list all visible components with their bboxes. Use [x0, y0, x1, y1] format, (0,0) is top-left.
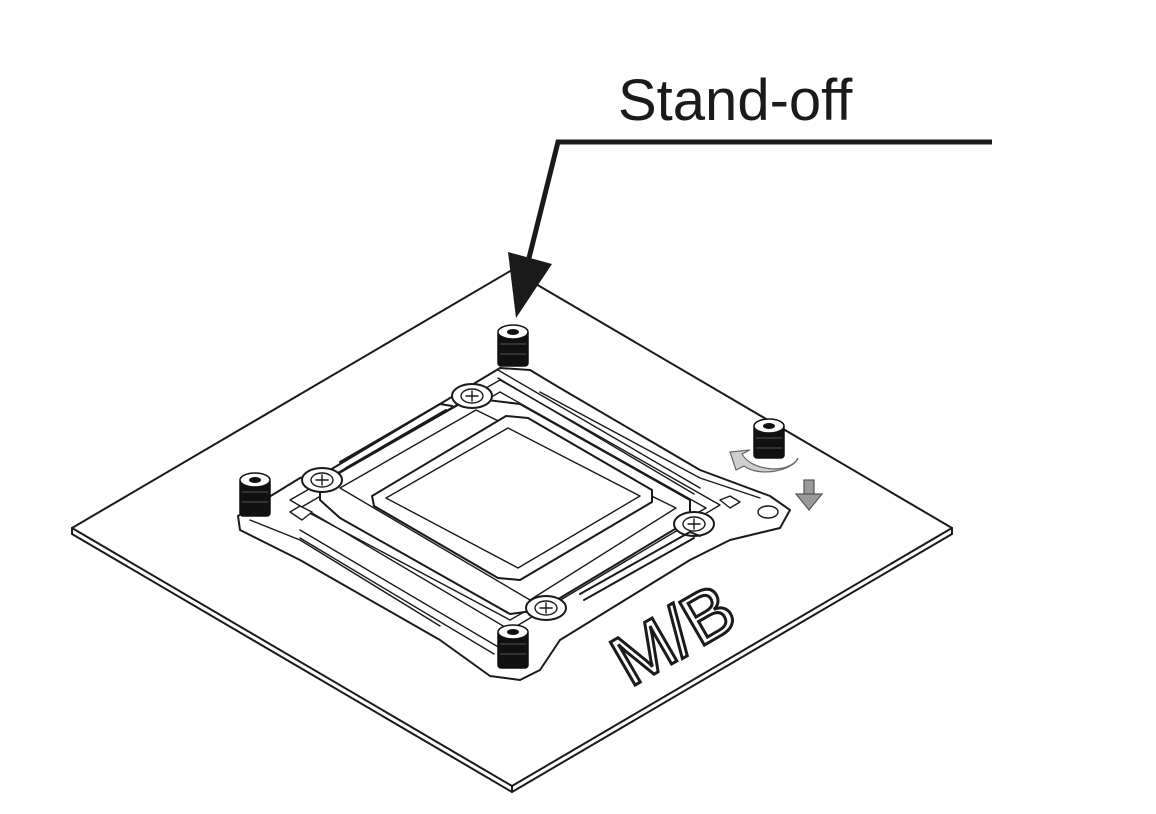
socket-levers: [289, 403, 741, 601]
rotate-arrow-icon: [729, 449, 799, 473]
down-arrow-icon: [794, 479, 824, 511]
screw-icon: [534, 600, 558, 616]
standoff-callout-label: Stand-off: [618, 68, 853, 133]
screw-icon: [310, 472, 334, 488]
standoff-left: [239, 472, 271, 517]
standoff-bottom: [497, 624, 529, 669]
standoff-right: [753, 418, 785, 519]
callout-leader: [508, 139, 992, 318]
standoff-top: [497, 324, 529, 367]
screw-icon: [460, 388, 484, 404]
cpu-chip: [371, 415, 653, 581]
screw-icon: [682, 516, 706, 532]
corner-screws: [310, 388, 706, 616]
